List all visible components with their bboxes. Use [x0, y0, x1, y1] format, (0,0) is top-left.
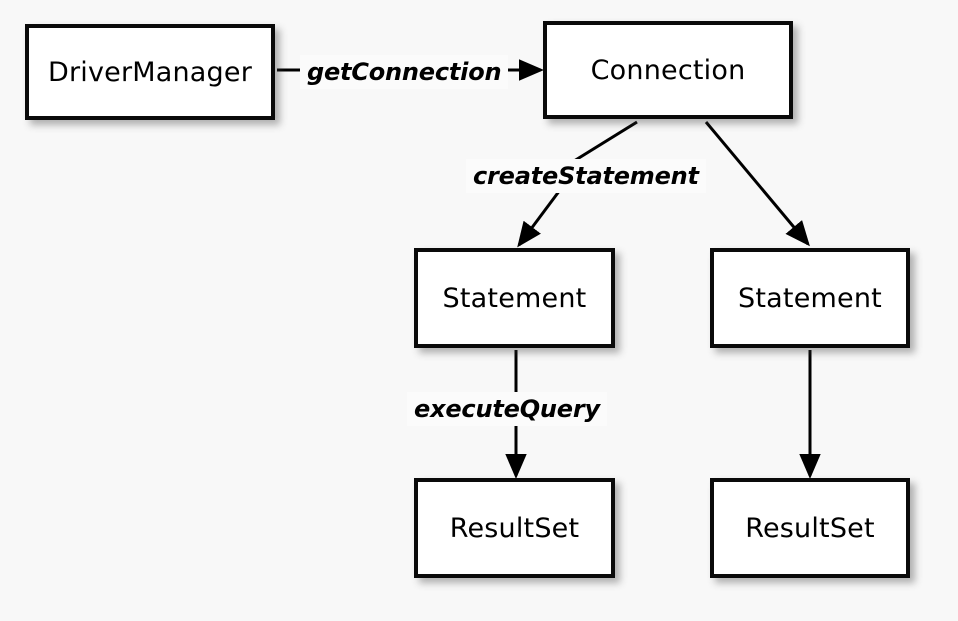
node-label-statement-right: Statement [738, 282, 882, 314]
edge-createstatement-2 [704, 121, 810, 247]
node-label-statement-left: Statement [442, 282, 587, 314]
node-statement-left[interactable]: Statement [414, 248, 615, 348]
node-label-resultset-right: ResultSet [745, 512, 875, 544]
node-drivermanager[interactable]: DriverManager [25, 24, 275, 120]
node-connection[interactable]: Connection [543, 21, 793, 119]
node-label-drivermanager: DriverManager [47, 56, 253, 88]
node-resultset-right[interactable]: ResultSet [710, 478, 910, 578]
node-resultset-left[interactable]: ResultSet [414, 478, 615, 578]
edge-label-getconnection: getConnection [300, 55, 509, 89]
edge-label-executequery: executeQuery [407, 392, 607, 426]
node-statement-right[interactable]: Statement [710, 248, 910, 348]
node-label-connection: Connection [590, 54, 746, 86]
edge-label-createstatement: createStatement [466, 159, 706, 193]
node-label-resultset-left: ResultSet [449, 512, 580, 544]
